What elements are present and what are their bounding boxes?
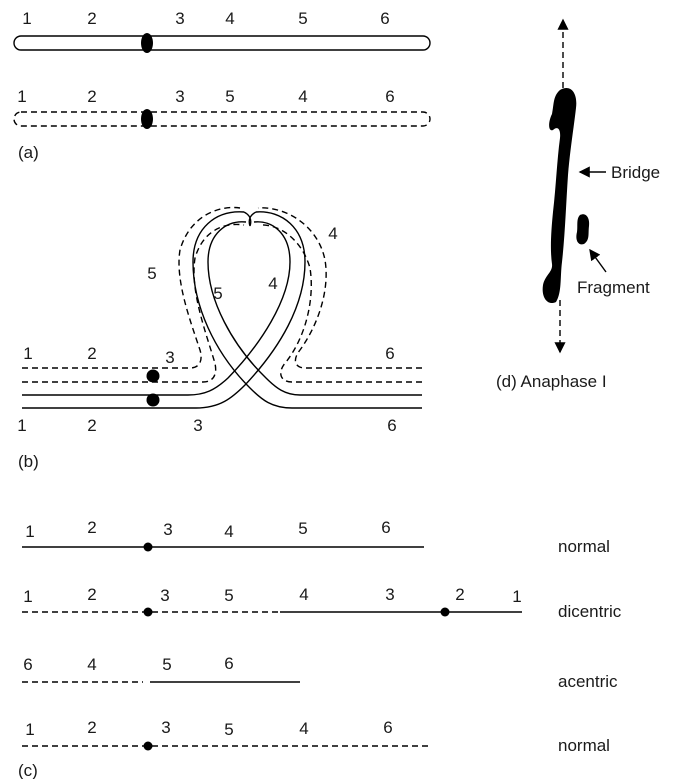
band-label: 3 (165, 348, 174, 367)
band-label: 4 (298, 87, 307, 106)
band-label: 4 (299, 719, 308, 738)
band-label: 6 (383, 718, 392, 737)
band-label: 6 (385, 344, 394, 363)
product-row-normal-inverted: 1 2 3 5 4 6 normal (22, 718, 610, 755)
panel-d: Bridge Fragment (d) Anaphase I (496, 18, 660, 391)
band-label: 1 (23, 344, 32, 363)
centromere (146, 369, 160, 383)
band-label: 2 (87, 585, 96, 604)
band-label: 3 (161, 718, 170, 737)
band-label: 4 (225, 9, 234, 28)
band-label: 2 (87, 518, 96, 537)
normal-chromosome: 1 2 3 4 5 6 (13, 9, 431, 53)
centromere (440, 607, 450, 617)
centromere (141, 33, 153, 53)
band-label: 5 (225, 87, 234, 106)
band-label: 3 (175, 9, 184, 28)
band-label: 6 (385, 87, 394, 106)
product-row-dicentric: 1 2 3 5 4 3 2 1 dicentric (22, 585, 622, 621)
centromere (143, 741, 153, 751)
band-label: 2 (87, 416, 96, 435)
anaphase-bridge (542, 88, 577, 304)
inverted-chromosome: 1 2 3 5 4 6 (13, 87, 431, 129)
band-label: 5 (298, 9, 307, 28)
band-label: 4 (87, 655, 96, 674)
product-name: normal (558, 537, 610, 556)
band-label: 4 (224, 522, 233, 541)
panel-label-b: (b) (18, 452, 39, 471)
fragment-arrow (589, 248, 607, 273)
band-label: 1 (17, 87, 26, 106)
band-label: 5 (224, 586, 233, 605)
band-label: 5 (147, 264, 156, 283)
band-label: 5 (162, 655, 171, 674)
band-label: 2 (87, 718, 96, 737)
panel-caption-d: (d) Anaphase I (496, 372, 607, 391)
product-row-acentric: 6 4 5 6 acentric (22, 654, 618, 691)
band-label: 1 (25, 522, 34, 541)
band-label: 1 (22, 9, 31, 28)
band-label: 5 (298, 519, 307, 538)
band-label: 3 (163, 520, 172, 539)
band-label: 4 (299, 585, 308, 604)
band-label: 4 (328, 224, 337, 243)
product-row-normal: 1 2 3 4 5 6 normal (22, 518, 610, 556)
band-label: 4 (268, 274, 277, 293)
band-label: 1 (17, 416, 26, 435)
panel-label-c: (c) (18, 761, 38, 779)
fragment-label: Fragment (577, 278, 650, 297)
band-label: 2 (87, 9, 96, 28)
product-name: acentric (558, 672, 618, 691)
band-label: 2 (455, 585, 464, 604)
panel-label-a: (a) (18, 143, 39, 162)
panel-c: 1 2 3 4 5 6 normal 1 2 3 5 4 3 2 1 dicen… (18, 518, 622, 779)
band-label: 1 (25, 720, 34, 739)
acentric-fragment (576, 214, 590, 245)
centromere (143, 607, 153, 617)
panel-a: 1 2 3 4 5 6 1 2 3 5 4 6 (a) (13, 9, 431, 162)
band-label: 3 (160, 586, 169, 605)
band-label: 3 (193, 416, 202, 435)
band-label: 2 (87, 344, 96, 363)
band-label: 1 (23, 587, 32, 606)
band-label: 6 (380, 9, 389, 28)
centromere (143, 542, 153, 552)
band-label: 6 (23, 655, 32, 674)
bridge-label: Bridge (611, 163, 660, 182)
product-name: normal (558, 736, 610, 755)
band-label: 3 (175, 87, 184, 106)
band-label: 6 (224, 654, 233, 673)
band-label: 3 (385, 585, 394, 604)
band-label: 6 (387, 416, 396, 435)
centromere (146, 393, 160, 407)
band-label: 1 (512, 587, 521, 606)
band-label: 5 (224, 720, 233, 739)
panel-b: 1 2 3 6 1 2 3 6 5 4 5 4 (b) (17, 206, 422, 471)
band-label: 6 (381, 518, 390, 537)
product-name: dicentric (558, 602, 622, 621)
band-label: 2 (87, 87, 96, 106)
band-label: 5 (213, 284, 222, 303)
centromere (141, 109, 153, 129)
